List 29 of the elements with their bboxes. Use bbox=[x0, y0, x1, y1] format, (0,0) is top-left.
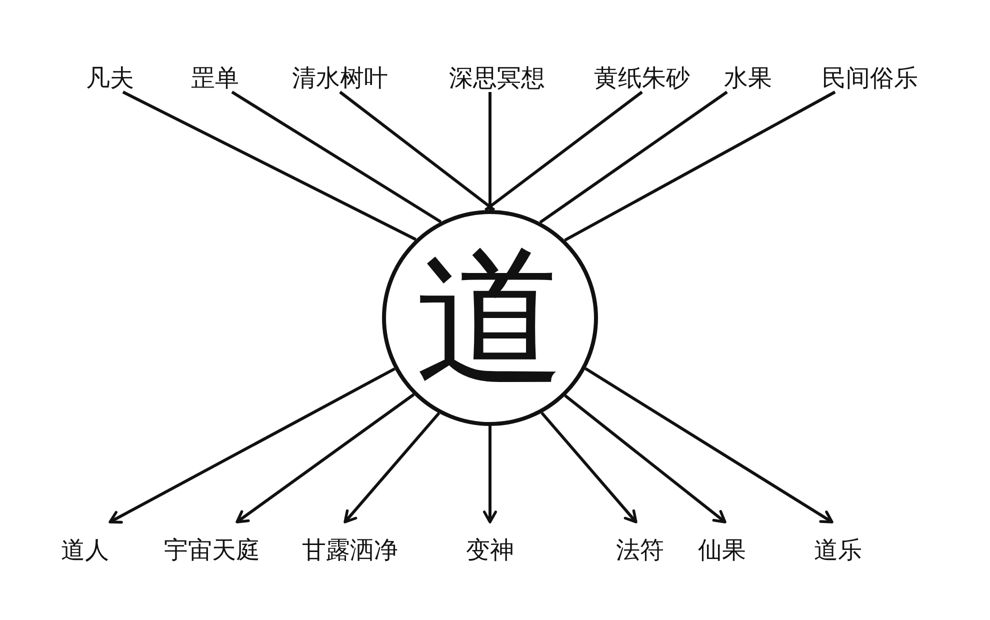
arrow bbox=[108, 367, 396, 524]
character-label: 道 bbox=[415, 238, 565, 398]
connector-line bbox=[564, 90, 836, 242]
text-label: 深思冥想 bbox=[449, 64, 545, 92]
connector-line bbox=[484, 90, 643, 212]
connector-line bbox=[231, 90, 442, 224]
arrow bbox=[584, 367, 834, 524]
arrow bbox=[483, 426, 497, 524]
text-label: 水果 bbox=[724, 64, 772, 92]
text-label: 黄纸朱砂 bbox=[594, 64, 690, 92]
text-label: 凡夫 bbox=[86, 64, 134, 92]
text-label: 罡单 bbox=[191, 64, 239, 92]
connector-line bbox=[488, 92, 492, 210]
arrow bbox=[540, 412, 638, 524]
text-label: 甘露洒净 bbox=[302, 522, 398, 564]
text-label: 清水树叶 bbox=[292, 64, 388, 92]
text-label: 道乐 bbox=[814, 522, 862, 564]
text-label: 道人 bbox=[61, 522, 109, 564]
text-label: 法符 bbox=[616, 522, 664, 564]
text-label: 变神 bbox=[466, 522, 514, 564]
connector-line bbox=[339, 90, 496, 212]
text-label: 民间俗乐 bbox=[822, 64, 918, 92]
text-label: 宇宙天庭 bbox=[164, 522, 260, 564]
connector-line bbox=[122, 90, 417, 241]
text-label: 仙果 bbox=[698, 522, 746, 564]
arrow bbox=[236, 393, 415, 524]
arrow bbox=[564, 394, 726, 524]
connector-line bbox=[539, 90, 728, 224]
arrow bbox=[344, 412, 440, 524]
